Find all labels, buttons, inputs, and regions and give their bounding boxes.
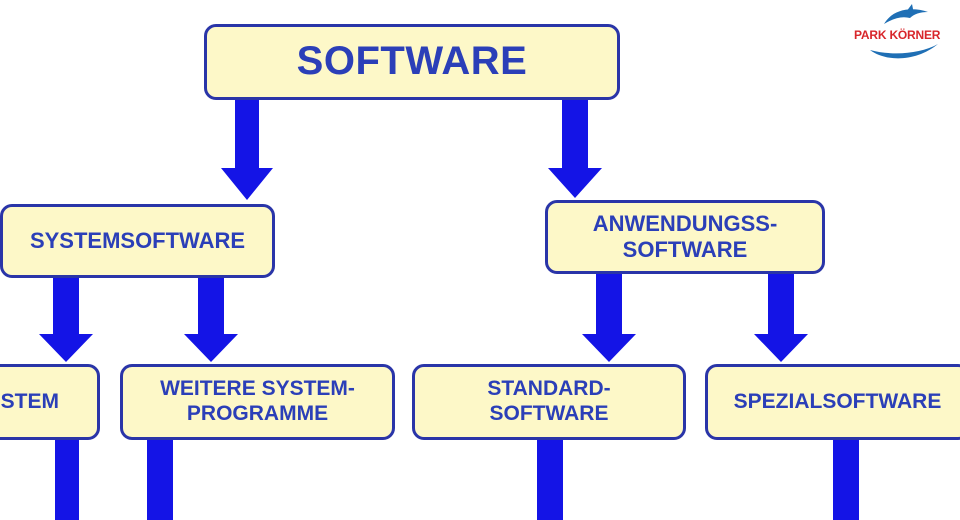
node-spezialsoftware: SPEZIALSOFTWARE (705, 364, 960, 440)
node-software: SOFTWARE (204, 24, 620, 100)
arrow-systemsoftware-to-weitere (184, 278, 238, 362)
connector-stub-spezial (833, 440, 859, 520)
arrow-anwendungssoftware-to-standard (582, 274, 636, 362)
node-systemsoftware: SYSTEMSOFTWARE (0, 204, 275, 278)
node-weitere-systemprogramme: WEITERE SYSTEM- PROGRAMME (120, 364, 395, 440)
arrow-root-to-anwendungssoftware (548, 100, 602, 198)
connector-stub-weitere (147, 440, 173, 520)
dolphin-logo-icon (870, 4, 938, 59)
node-standardsoftware: STANDARD- SOFTWARE (412, 364, 686, 440)
node-anwendungssoftware: ANWENDUNGSS- SOFTWARE (545, 200, 825, 274)
logo-text: PARK KÖRNER (854, 28, 941, 42)
park-koerner-logo: PARK KÖRNER (846, 4, 946, 66)
node-betriebssystem: STEM (0, 364, 100, 440)
arrow-systemsoftware-to-betriebssystem (39, 278, 93, 362)
arrow-anwendungssoftware-to-spezial (754, 274, 808, 362)
connector-stub-standard (537, 440, 563, 520)
connector-stub-betriebssystem (55, 440, 79, 520)
arrow-root-to-systemsoftware (221, 100, 273, 200)
